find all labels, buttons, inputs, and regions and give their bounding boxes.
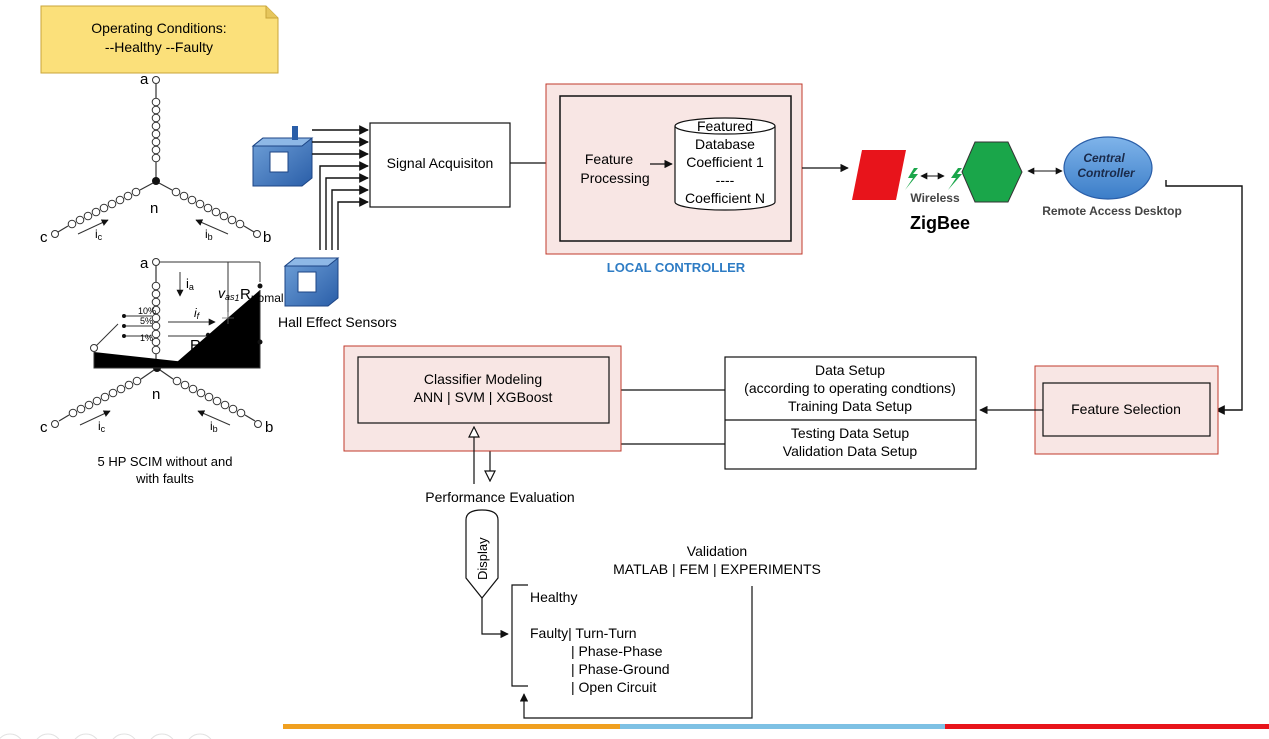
operating-conditions-note: Operating Conditions: --Healthy --Faulty	[40, 5, 279, 74]
training-data-setup: Training Data Setup	[788, 398, 912, 414]
central-to-feature-selection-arrow	[1165, 180, 1243, 415]
database-separator: ----	[716, 172, 735, 188]
footer-bar-blue	[620, 724, 945, 729]
node-a-label-2: a	[140, 255, 149, 272]
node-b-label: b	[263, 229, 271, 246]
tap-10-label: 10%	[138, 306, 156, 316]
hall-sensor-icon	[251, 126, 314, 187]
fault-current-label: if	[194, 306, 201, 321]
data-setup-box	[724, 356, 977, 470]
validation-methods: MATLAB | FEM | EXPERIMENTS	[613, 561, 821, 577]
classifier-title: Classifier Modeling	[424, 371, 542, 387]
fault-switch-icon	[90, 344, 98, 352]
current-ia-label: ia	[186, 276, 194, 292]
sensor-signal-arrows	[312, 125, 369, 250]
data-setup-title: Data Setup	[815, 362, 885, 378]
neutral-dot	[152, 177, 160, 185]
slide-nav-dots	[0, 733, 212, 739]
result-phase-ground: | Phase-Ground	[571, 661, 670, 677]
footer-bar-orange	[283, 724, 620, 729]
winding-a-faulty-coil	[151, 281, 161, 355]
winding-b-faulty-coil	[172, 376, 246, 418]
validation-data-setup: Validation Data Setup	[783, 443, 918, 459]
signal-acquisition-box	[369, 122, 511, 208]
current-ic-label-2: ic	[98, 419, 106, 434]
operating-conditions-title: Operating Conditions:	[91, 20, 226, 36]
local-controller-label: LOCAL CONTROLLER	[607, 260, 746, 275]
feature-processing-line2: Processing	[580, 170, 649, 186]
tap-1-label: 1%	[140, 333, 153, 343]
signal-bolt-icon-2	[948, 168, 962, 190]
motor-healthy-schematic: a n c ic b ib	[40, 71, 271, 246]
winding-c-faulty-coil	[68, 376, 142, 418]
result-phase-phase: | Phase-Phase	[571, 643, 663, 659]
node-n-label: n	[150, 200, 158, 217]
motor-caption-line1: 5 HP SCIM without and	[98, 454, 233, 469]
classifier-box	[357, 356, 610, 424]
central-controller-label-line2: Controller	[1077, 166, 1136, 180]
signal-acquisition-label: Signal Acquisiton	[387, 155, 494, 171]
result-open-circuit: | Open Circuit	[571, 679, 656, 695]
database-coefficient-1: Coefficient 1	[686, 154, 764, 170]
node-c-label: c	[40, 229, 48, 246]
central-controller-label-line1: Central	[1083, 151, 1125, 165]
central-controller-icon	[1063, 136, 1153, 200]
operating-conditions-items: --Healthy --Faulty	[105, 39, 213, 55]
testing-data-setup: Testing Data Setup	[791, 425, 910, 441]
data-setup-note: (according to operating condtions)	[744, 380, 956, 396]
zigbee-receiver-icon	[961, 141, 1023, 203]
v-as1-label: vas1	[218, 285, 240, 303]
motor-faulty-schematic: a ia n 10% 5% 1% if R	[40, 255, 284, 436]
node-a-label: a	[140, 71, 149, 88]
node-n-label-2: n	[152, 386, 160, 403]
feature-selection-box	[1042, 382, 1211, 437]
node-c-label-2: c	[40, 419, 48, 436]
r-fault-label: Rfault	[190, 337, 224, 356]
signal-bolt-icon	[905, 168, 918, 190]
validation-title: Validation	[687, 543, 747, 559]
validation-loop-arrow	[519, 586, 753, 719]
results-bracket	[511, 584, 528, 687]
winding-a-coil	[151, 97, 161, 163]
current-ic-label: ic	[95, 227, 103, 242]
v-as2-label: vas2	[224, 333, 246, 351]
result-faulty-turn-turn: Faulty| Turn-Turn	[530, 625, 637, 641]
r-nominal-label: Rnomal	[240, 286, 284, 305]
remote-access-caption: Remote Access Desktop	[1042, 204, 1182, 218]
classifier-models: ANN | SVM | XGBoost	[414, 389, 553, 405]
feature-processing-line1: Feature	[585, 151, 633, 167]
tap-5-label: 5%	[140, 316, 153, 326]
current-ib-label: ib	[205, 227, 213, 242]
result-healthy: Healthy	[530, 589, 577, 605]
current-ib-label-2: ib	[210, 419, 218, 434]
wireless-label: Wireless	[910, 191, 960, 205]
winding-c-coil	[67, 187, 141, 229]
feature-selection-label: Feature Selection	[1071, 401, 1181, 417]
motor-caption-line2: with faults	[135, 471, 194, 486]
hall-sensors-label: Hall Effect Sensors	[278, 314, 397, 330]
performance-evaluation-label: Performance Evaluation	[425, 489, 574, 505]
display-label: Display	[475, 537, 490, 580]
node-b-label-2: b	[265, 419, 273, 436]
footer-bar-red	[945, 724, 1269, 729]
database-icon	[674, 117, 776, 211]
database-title: Featured	[697, 118, 753, 134]
hall-sensor-icon-2	[283, 257, 340, 307]
winding-b-coil	[171, 187, 245, 229]
database-subtitle: Database	[695, 136, 755, 152]
display-icon	[465, 509, 499, 599]
local-controller-block: Feature Processing Featured Database Coe…	[545, 83, 803, 255]
zigbee-label: ZigBee	[910, 213, 970, 233]
zigbee-transmitter-icon	[852, 150, 906, 200]
terminal-a-dot	[152, 76, 160, 84]
database-coefficient-n: Coefficient N	[685, 190, 765, 206]
